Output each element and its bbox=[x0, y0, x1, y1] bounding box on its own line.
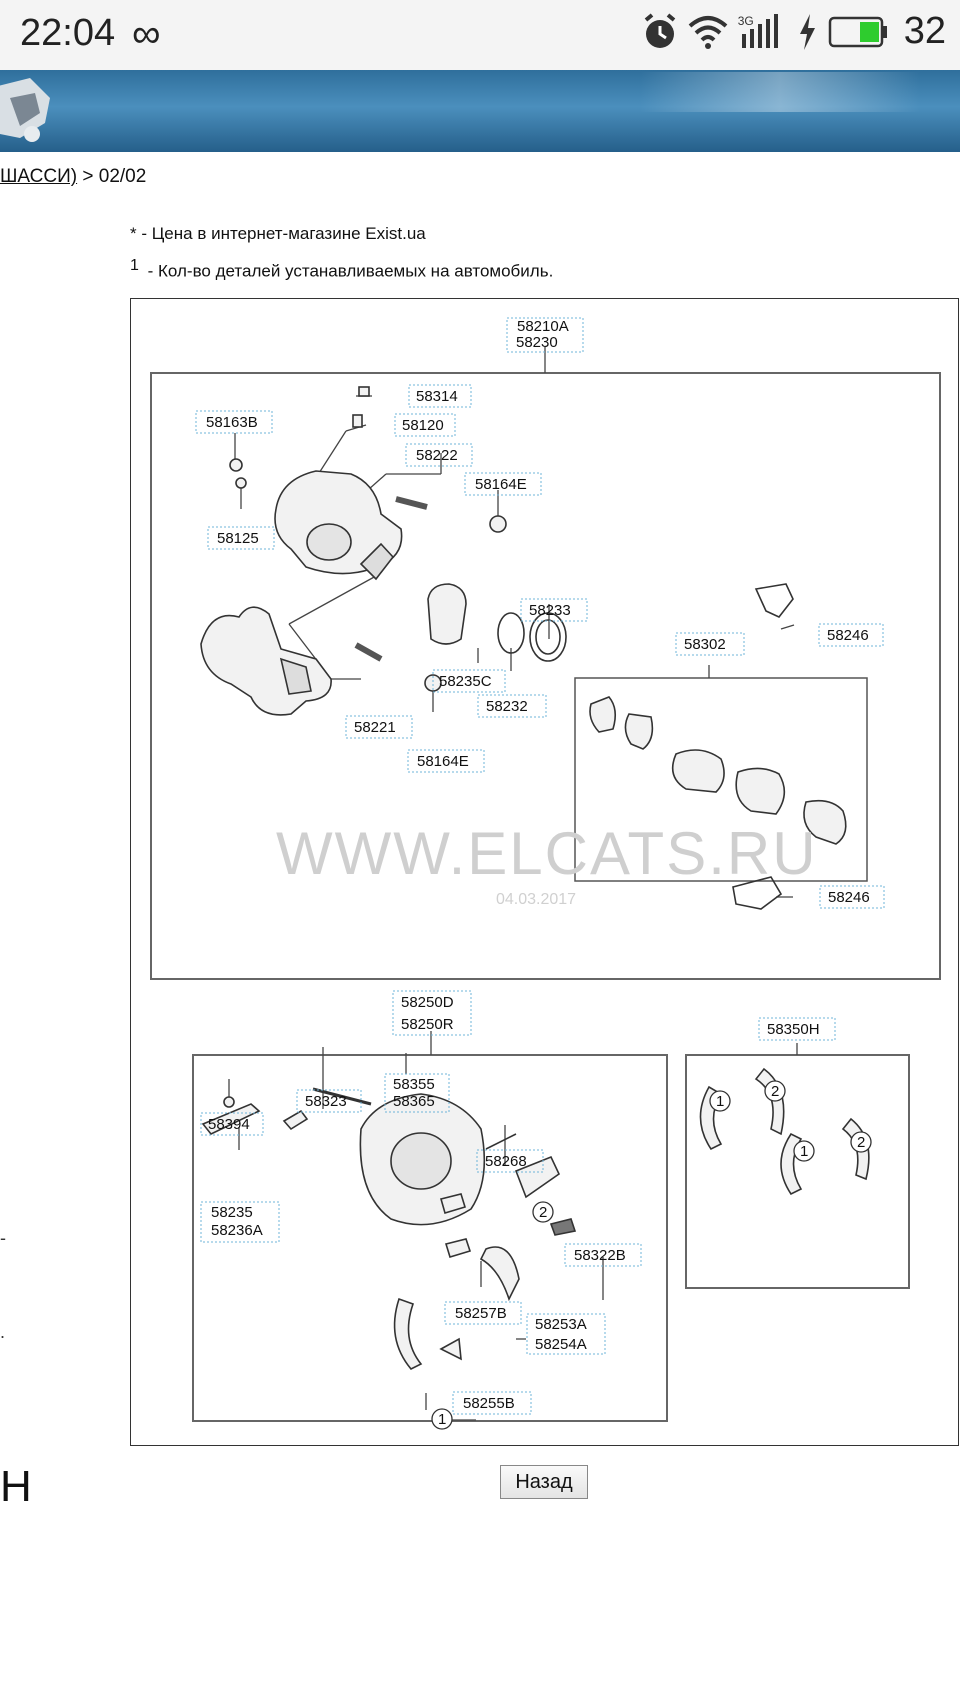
qty-badge: 2 bbox=[857, 1134, 865, 1151]
status-icons: 3G 32 bbox=[642, 10, 946, 53]
brake-shoe-group-frame bbox=[192, 1054, 668, 1422]
part-label-58164E-bottom[interactable]: 58164E bbox=[417, 753, 469, 770]
part-label-58246-bottom[interactable]: 58246 bbox=[828, 889, 870, 906]
part-label-58164E-top[interactable]: 58164E bbox=[475, 476, 527, 493]
edge-fragment: . bbox=[0, 1322, 6, 1342]
price-note: * - Цена в интернет-магазине Exist.ua bbox=[130, 224, 426, 244]
part-label-58322B[interactable]: 58322B bbox=[574, 1247, 626, 1264]
note-text: - Кол-во деталей устанавливаемых на авто… bbox=[142, 261, 554, 281]
part-label-58232[interactable]: 58232 bbox=[486, 698, 528, 715]
part-label-58246-top[interactable]: 58246 bbox=[827, 627, 869, 644]
breadcrumb-link[interactable]: ШАССИ) bbox=[0, 166, 78, 187]
network-type: 3G bbox=[737, 13, 754, 28]
battery-level: 32 bbox=[903, 10, 946, 52]
note-marker: * bbox=[130, 224, 137, 243]
qty-badge: 2 bbox=[539, 1204, 547, 1221]
part-label-58302[interactable]: 58302 bbox=[684, 636, 726, 653]
part-label-58255B[interactable]: 58255B bbox=[463, 1395, 515, 1412]
quantity-note: 1 - Кол-во деталей устанавливаемых на ав… bbox=[130, 257, 553, 282]
note-text: - Цена в интернет-магазине Exist.ua bbox=[136, 224, 426, 243]
part-label-58236A[interactable]: 58236A bbox=[211, 1222, 263, 1239]
charging-icon bbox=[799, 13, 815, 50]
pad-kit-frame bbox=[574, 677, 868, 882]
part-label-58350H[interactable]: 58350H bbox=[767, 1021, 820, 1038]
edge-fragment: Н bbox=[0, 1462, 32, 1511]
wifi-icon bbox=[688, 15, 728, 49]
battery-icon bbox=[828, 16, 887, 47]
part-label-58250R[interactable]: 58250R bbox=[401, 1016, 454, 1033]
part-label-58235C[interactable]: 58235C bbox=[439, 673, 492, 690]
quantity-badges: 1 2 1 2 2 1 bbox=[431, 1080, 872, 1430]
alarm-icon bbox=[644, 12, 675, 48]
qty-badge: 1 bbox=[800, 1143, 808, 1160]
part-label-58230[interactable]: 58230 bbox=[516, 334, 558, 351]
edge-fragment: - bbox=[0, 1228, 6, 1248]
part-label-58235[interactable]: 58235 bbox=[211, 1204, 253, 1221]
breadcrumb-current: > 02/02 bbox=[77, 166, 147, 187]
part-label-58365[interactable]: 58365 bbox=[393, 1093, 435, 1110]
watermark-date: 04.03.2017 bbox=[496, 891, 576, 908]
infinity-icon: ∞ bbox=[132, 12, 161, 56]
part-label-58257B[interactable]: 58257B bbox=[455, 1305, 507, 1322]
qty-badge: 2 bbox=[771, 1083, 779, 1100]
parts-diagram: 1 2 1 2 2 1 WWW.ELCATS.RU 04.03.2017 582… bbox=[130, 298, 959, 1446]
part-illustrations bbox=[200, 386, 870, 1370]
part-label-58250D[interactable]: 58250D bbox=[401, 994, 454, 1011]
back-button[interactable]: Назад bbox=[500, 1465, 588, 1499]
part-label-58268[interactable]: 58268 bbox=[485, 1153, 527, 1170]
part-label-58163B[interactable]: 58163B bbox=[206, 414, 258, 431]
part-label-58210A[interactable]: 58210A bbox=[517, 318, 569, 335]
status-bar: 22:04 ∞ 3G bbox=[0, 0, 960, 70]
part-label-58125[interactable]: 58125 bbox=[217, 530, 259, 547]
status-time: 22:04 bbox=[20, 12, 116, 54]
shoe-kit-frame bbox=[685, 1054, 910, 1289]
banner-highlight bbox=[640, 72, 920, 112]
part-labels[interactable]: 58210A 58230 58314 58163B 58120 58222 58… bbox=[195, 317, 885, 1415]
qty-badge: 1 bbox=[438, 1411, 446, 1428]
part-label-58254A[interactable]: 58254A bbox=[535, 1336, 587, 1353]
part-label-58120[interactable]: 58120 bbox=[402, 417, 444, 434]
banner-tool-image bbox=[0, 78, 50, 142]
qty-badge: 1 bbox=[716, 1093, 724, 1110]
part-label-58222[interactable]: 58222 bbox=[416, 447, 458, 464]
part-label-58323[interactable]: 58323 bbox=[305, 1093, 347, 1110]
part-label-58355[interactable]: 58355 bbox=[393, 1076, 435, 1093]
watermark: WWW.ELCATS.RU bbox=[276, 820, 818, 887]
part-label-58221[interactable]: 58221 bbox=[354, 719, 396, 736]
part-label-58233[interactable]: 58233 bbox=[529, 602, 571, 619]
part-label-58253A[interactable]: 58253A bbox=[535, 1316, 587, 1333]
part-label-58314[interactable]: 58314 bbox=[416, 388, 458, 405]
breadcrumb: ШАССИ) > 02/02 bbox=[0, 166, 146, 188]
header-banner bbox=[0, 70, 960, 152]
note-marker: 1 bbox=[130, 257, 139, 274]
part-label-58394[interactable]: 58394 bbox=[208, 1116, 250, 1133]
cell-signal-icon: 3G bbox=[738, 12, 786, 52]
